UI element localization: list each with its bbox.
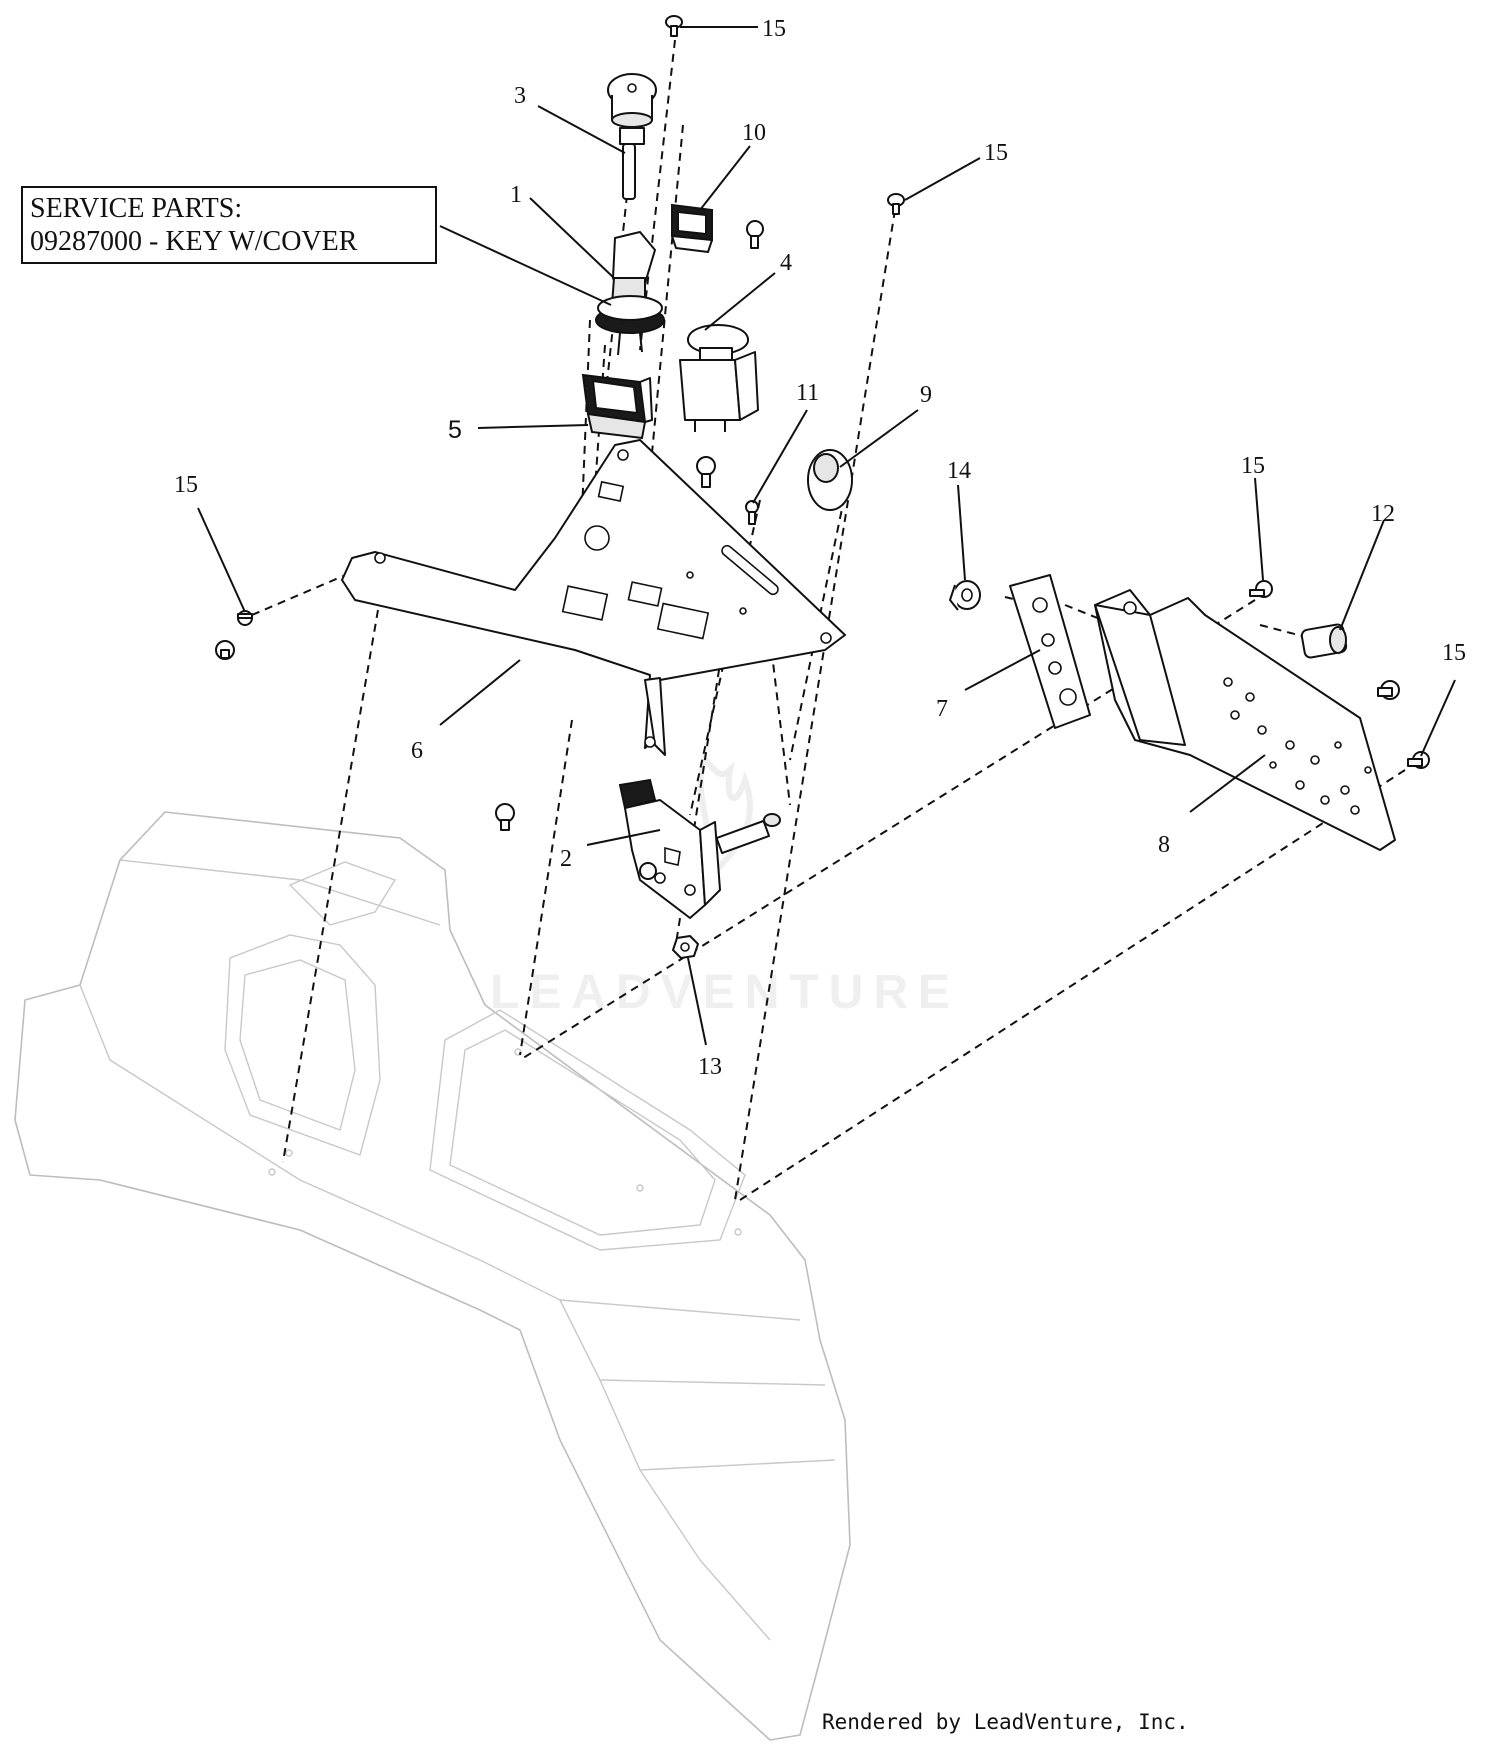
washer [949,580,981,611]
key-switch-cover [595,231,665,356]
callout-15-right: 15 [1241,453,1265,479]
callout-14: 14 [947,458,971,484]
service-parts-heading: SERVICE PARTS: [30,193,243,224]
callout-5: 5 [448,416,462,444]
mounting-plate-large [1094,589,1396,851]
callout-13: 13 [698,1054,722,1080]
screw-bracket-left [495,803,515,831]
footer-credit: Rendered by LeadVenture, Inc. [822,1710,1189,1734]
callout-4: 4 [780,250,792,276]
callout-9: 9 [920,382,932,408]
switch-bezel [671,203,713,253]
leader-lines [197,26,1456,1046]
callout-1: 1 [510,182,522,208]
screw-right-lower [1407,751,1430,769]
callout-10: 10 [742,120,766,146]
screw-top-center [665,15,683,37]
callout-8: 8 [1158,832,1170,858]
screw-top-right [887,193,905,215]
callout-15-upper-right: 15 [984,140,1008,166]
callout-15-far-right: 15 [1442,640,1466,666]
hole-plug [807,449,853,511]
screw-left-panel [215,610,253,660]
watermark: LEADVENTURE [490,754,960,1019]
callout-7: 7 [936,696,948,722]
service-parts-box: SERVICE PARTS: 09287000 - KEY W/COVER [21,186,437,264]
pto-switch [679,324,759,432]
callout-15-left: 15 [174,472,198,498]
hex-bolt [1300,623,1348,659]
bolt-11 [745,500,759,525]
ignition-key [607,73,657,200]
screw-right-plate [1377,680,1400,700]
callout-2: 2 [560,846,572,872]
callout-12: 12 [1371,501,1395,527]
control-panel-bracket [341,439,846,756]
screw-panel-top [746,220,764,249]
locknut [672,935,699,959]
switch-bracket-assembly [618,778,781,919]
callout-labels: 15 3 10 15 1 4 11 9 5 15 14 15 12 15 7 6… [174,16,1466,1080]
service-parts-line: 09287000 - KEY W/COVER [30,226,358,257]
watermark-text: LEADVENTURE [490,966,960,1019]
callout-15-top: 15 [762,16,786,42]
rocker-switch [581,373,653,440]
console-housing [14,811,851,1741]
callout-11: 11 [796,380,819,406]
screw-panel-mid [696,456,716,488]
callout-6: 6 [411,738,423,764]
mounting-plate-small [1009,574,1091,729]
screw-right-upper [1249,580,1273,598]
callout-3: 3 [514,83,526,109]
